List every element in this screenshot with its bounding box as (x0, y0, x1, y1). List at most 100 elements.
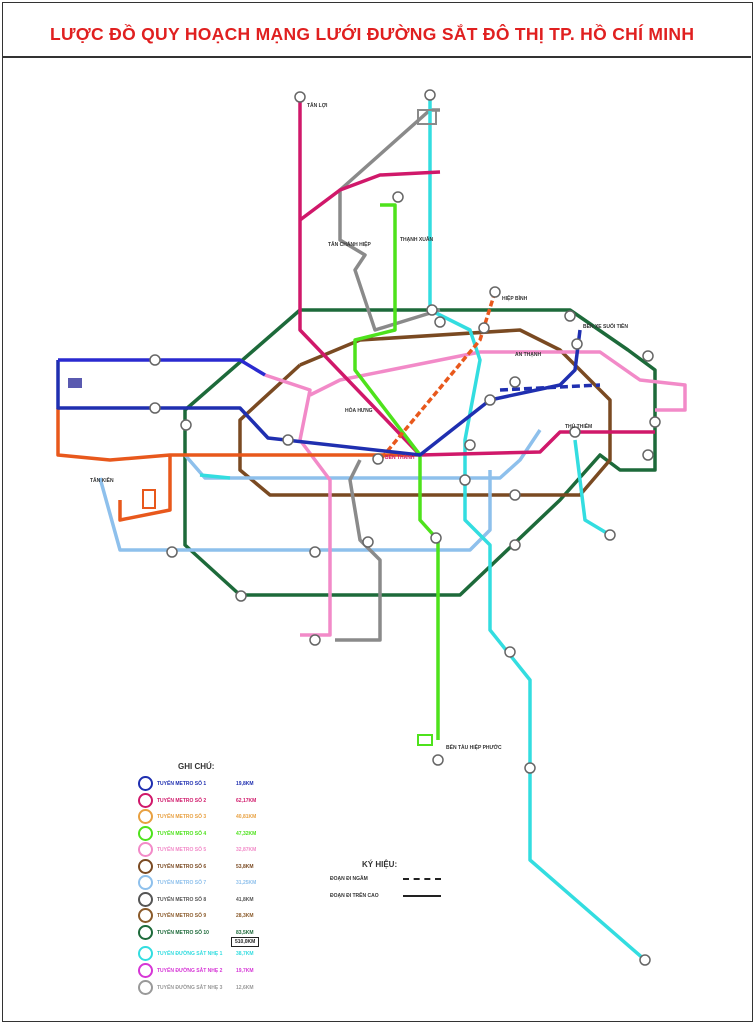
line-5c (264, 373, 312, 441)
line-icon (138, 980, 153, 995)
line-3b (118, 455, 172, 522)
legend-line-name: TUYẾN METRO SỐ 7 (157, 880, 207, 886)
legend-line-length: 12,6KM (236, 985, 254, 991)
line-icon (138, 825, 153, 841)
station-marker (642, 449, 654, 461)
legend-line-name: TUYẾN METRO SỐ 9 (157, 913, 207, 919)
legend-line-name: TUYẾN ĐƯỜNG SẮT NHẸ 2 (157, 968, 223, 974)
legend-line-name: TUYẾN METRO SỐ 2 (157, 797, 207, 804)
station-label: HÒA HƯNG (345, 408, 373, 414)
line-icon (138, 792, 153, 808)
station-marker (309, 546, 321, 558)
tram-1b (573, 439, 611, 537)
line-2 (298, 100, 655, 457)
legend-line-length: 28,3KM (236, 913, 254, 919)
legend-line-length: 19,7KM (236, 968, 254, 974)
legend-line-length: 31,25KM (236, 880, 257, 886)
line-icon (138, 875, 153, 890)
symbols-title: KÝ HIỆU: (362, 860, 398, 869)
depot-icon (68, 378, 82, 388)
station-marker (649, 416, 661, 428)
elevated-label: ĐOẠN ĐI TRÊN CAO (330, 893, 379, 899)
station-marker (362, 536, 374, 548)
station-label: THỦ THIÊM (565, 424, 593, 430)
station-marker (235, 590, 247, 602)
station-marker (149, 354, 161, 366)
station-label: HIỆP BÌNH (502, 296, 528, 302)
line-1b (499, 383, 601, 392)
station-marker (509, 376, 521, 388)
depot-icon (417, 734, 433, 746)
legend-line-length: 38,7KM (236, 951, 254, 957)
station-marker (430, 532, 442, 544)
station-marker (432, 754, 444, 766)
station-marker (509, 539, 521, 551)
station-marker (571, 338, 583, 350)
station-label: AN THẠNH (515, 352, 542, 358)
legend-line-length: 62,17KM (236, 797, 257, 804)
line-6 (238, 328, 612, 497)
station-label: BẾN THÀNH (385, 455, 415, 461)
depot-icon (142, 489, 156, 509)
legend-title: GHI CHÚ: (178, 762, 215, 771)
station-marker (489, 286, 501, 298)
station-marker (180, 419, 192, 431)
depot-icon (417, 109, 437, 125)
station-marker (282, 434, 294, 446)
station-marker (149, 402, 161, 414)
station-marker (604, 529, 616, 541)
line-icon (138, 908, 153, 923)
legend-line-name: TUYẾN METRO SỐ 5 (157, 847, 207, 853)
station-label: THẠNH XUÂN (400, 237, 434, 243)
legend-line-length: 41,8KM (236, 896, 254, 903)
station-marker (434, 316, 446, 328)
station-marker (372, 453, 384, 465)
underground-label: ĐOẠN ĐI NGẦM (330, 876, 368, 882)
station-marker (166, 546, 178, 558)
line-5 (298, 438, 332, 637)
underground-symbol (403, 878, 441, 880)
line-3d (58, 358, 266, 377)
line-2b (298, 170, 441, 222)
legend-line-length: 40,81KM (236, 814, 257, 820)
legend-line-length: 19,8KM (236, 781, 254, 787)
station-marker (642, 350, 654, 362)
line-4 (353, 203, 440, 740)
station-label: BẾN XE SUỐI TIÊN (583, 324, 629, 330)
legend-line-name: TUYẾN METRO SỐ 4 (157, 830, 207, 837)
station-marker (484, 394, 496, 406)
station-marker (464, 439, 476, 451)
line-icon (138, 891, 153, 907)
line-10 (183, 308, 657, 597)
line-8 (338, 108, 441, 332)
line-icon (138, 776, 153, 791)
legend-line-length: 83,5KM (236, 929, 254, 936)
station-label: TÂN KIÊN (90, 478, 114, 484)
legend-line-name: TUYẾN METRO SỐ 10 (157, 929, 209, 936)
station-label: TÂN CHÁNH HIỆP (328, 242, 371, 248)
legend-line-name: TUYẾN METRO SỐ 8 (157, 896, 207, 903)
station-marker (509, 489, 521, 501)
legend-line-name: TUYẾN METRO SỐ 6 (157, 863, 207, 870)
station-marker (569, 426, 581, 438)
station-marker (524, 762, 536, 774)
line-8b (335, 459, 382, 642)
tram-1c (199, 473, 231, 480)
legend-line-length: 47,32KM (236, 830, 257, 837)
legend-line-name: TUYẾN ĐƯỜNG SẮT NHẸ 3 (157, 985, 223, 991)
station-marker (564, 310, 576, 322)
line-7 (98, 470, 492, 552)
station-marker (478, 322, 490, 334)
station-label: TÂN LỢI (307, 103, 328, 109)
line-icon (138, 809, 153, 824)
line-3c (378, 291, 497, 462)
map-title: LƯỢC ĐỒ QUY HOẠCH MẠNG LƯỚI ĐƯỜNG SẮT ĐÔ… (50, 24, 695, 44)
title-bar: LƯỢC ĐỒ QUY HOẠCH MẠNG LƯỚI ĐƯỜNG SẮT ĐÔ… (2, 2, 751, 58)
station-marker (426, 304, 438, 316)
line-icon (138, 946, 153, 961)
legend-line-name: TUYẾN METRO SỐ 3 (157, 814, 207, 820)
line-icon (138, 963, 153, 978)
